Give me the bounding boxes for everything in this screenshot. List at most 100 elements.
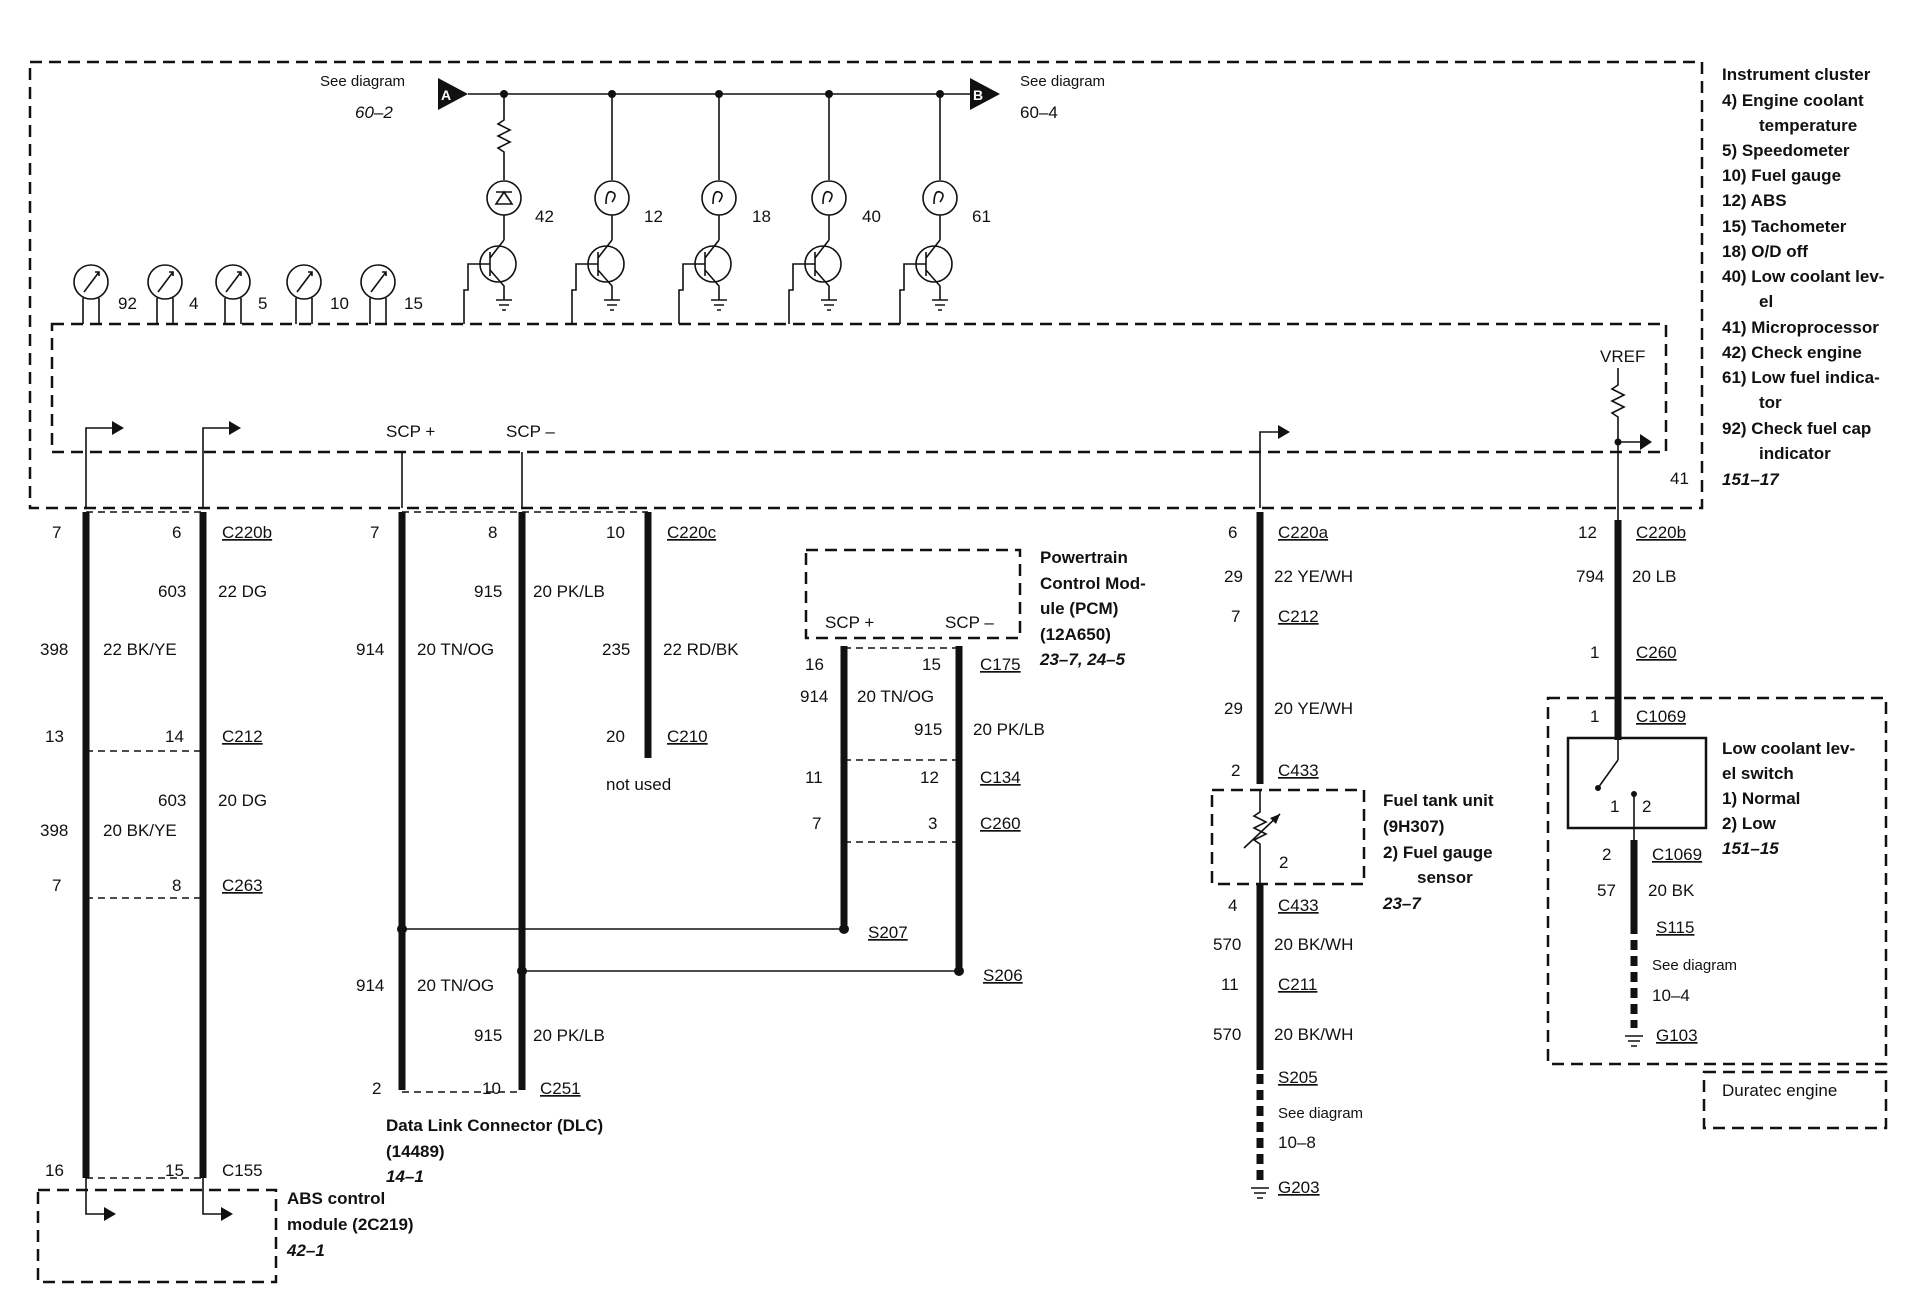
wire-color: 20 TN/OG <box>857 687 934 706</box>
legend-item: tor <box>1759 393 1782 412</box>
circuit-number: 570 <box>1213 1025 1241 1044</box>
abs-module-ref: 42–1 <box>286 1241 325 1260</box>
pin: 3 <box>928 814 937 833</box>
lamp-label-61: 61 <box>972 207 991 226</box>
legend-item: 12) ABS <box>1722 191 1787 210</box>
switch-state: 1) Normal <box>1722 789 1800 808</box>
pin: 13 <box>45 727 64 746</box>
pin: 2 <box>1602 845 1611 864</box>
pcm-name: (12A650) <box>1040 625 1111 644</box>
pcm-circuit: SCP + SCP – Powertrain Control Mod- ule … <box>800 548 1146 985</box>
legend-item: 18) O/D off <box>1722 242 1808 261</box>
splice-label: S206 <box>983 966 1023 985</box>
gauge-label-4: 4 <box>189 294 198 313</box>
pin: 6 <box>172 523 181 542</box>
pin: 7 <box>1231 607 1240 626</box>
connector-label: C211 <box>1278 975 1317 994</box>
pin: 11 <box>805 768 823 787</box>
gauge-label-5: 5 <box>258 294 267 313</box>
legend-item: 5) Speedometer <box>1722 141 1850 160</box>
wire-color: 20 BK/WH <box>1274 935 1353 954</box>
dlc-ref: 14–1 <box>386 1167 424 1186</box>
see-diagram-a: See diagram <box>320 73 405 90</box>
connector-b-arrow <box>970 78 1000 110</box>
pin: 10 <box>482 1079 501 1098</box>
vref-label: VREF <box>1600 347 1645 366</box>
see-diagram: See diagram <box>1278 1105 1363 1122</box>
pin: 10 <box>606 523 625 542</box>
microprocessor-pin: 41 <box>1670 469 1689 488</box>
pcm-ref: 23–7, 24–5 <box>1039 650 1126 669</box>
abs-lamp: 12 <box>594 90 663 240</box>
connector-label: C155 <box>222 1161 263 1180</box>
not-used-note: not used <box>606 775 671 794</box>
connector-label: C220b <box>1636 523 1686 542</box>
gauge-coolant-temp: 4 <box>147 264 198 324</box>
scp-minus-label: SCP – <box>506 422 555 441</box>
connector-label: C263 <box>222 876 263 895</box>
circuit-number: 914 <box>800 687 828 706</box>
gauge-label-92: 92 <box>118 294 137 313</box>
wire-color: 20 PK/LB <box>973 720 1045 739</box>
lamp-label-12: 12 <box>644 207 663 226</box>
ground-label: G103 <box>1656 1026 1698 1045</box>
wire-color: 20 TN/OG <box>417 976 494 995</box>
pin: 6 <box>1228 523 1237 542</box>
splice-label: S207 <box>868 923 908 942</box>
splice-label: S205 <box>1278 1068 1318 1087</box>
switch-state: 2) Low <box>1722 814 1777 833</box>
pin: 7 <box>52 523 61 542</box>
see-diagram-b: See diagram <box>1020 73 1105 90</box>
wire-color: 20 LB <box>1632 567 1676 586</box>
pin: 20 <box>606 727 625 746</box>
wire-color: 20 BK <box>1648 881 1695 900</box>
wire-color: 22 DG <box>218 582 267 601</box>
dlc-name: Data Link Connector (DLC) <box>386 1116 603 1135</box>
abs-module-outline <box>36 1188 278 1284</box>
fuel-tank-unit-outline <box>1210 788 1366 886</box>
gauge-check-fuel-cap: 92 <box>73 264 137 324</box>
gauge-tachometer: 15 <box>360 264 423 324</box>
duratec-label-box <box>1702 1070 1888 1130</box>
legend-item: temperature <box>1759 116 1857 135</box>
scp-plus-label: SCP + <box>386 422 435 441</box>
pin: 15 <box>165 1161 184 1180</box>
connector-label: C134 <box>980 768 1021 787</box>
wire-color: 20 TN/OG <box>417 640 494 659</box>
legend-item: indicator <box>1759 444 1831 463</box>
connector-label: C210 <box>667 727 708 746</box>
pcm-name: Powertrain <box>1040 548 1128 567</box>
pin: 7 <box>370 523 379 542</box>
pin: 2 <box>1231 761 1240 780</box>
pcm-name: Control Mod- <box>1040 574 1146 593</box>
legend-item: 42) Check engine <box>1722 343 1862 362</box>
pcm-scp-minus: SCP – <box>945 613 994 632</box>
wire-color: 20 YE/WH <box>1274 699 1353 718</box>
connector-b-letter: B <box>973 87 983 103</box>
fuel-unit-part: (9H307) <box>1383 817 1444 836</box>
legend-item: 4) Engine coolant <box>1722 91 1864 110</box>
see-diagram-ref: 10–4 <box>1652 986 1690 1005</box>
pin: 1 <box>1590 707 1599 726</box>
vref-resistor: VREF 41 <box>1600 347 1689 520</box>
connector-label: C251 <box>540 1079 581 1098</box>
wire-color: 20 PK/LB <box>533 1026 605 1045</box>
circuit-number: 398 <box>40 821 68 840</box>
connector-a-letter: A <box>441 87 451 103</box>
coolant-circuit: 12 C220b 794 20 LB 1 C260 1 C1069 1 2 Lo… <box>1546 520 1888 1130</box>
circuit-number: 603 <box>158 791 186 810</box>
duratec-outline <box>1546 696 1888 1066</box>
circuit-number: 914 <box>356 640 384 659</box>
circuit-number: 570 <box>1213 935 1241 954</box>
ground-label: G203 <box>1278 1178 1320 1197</box>
legend-item: 40) Low coolant lev- <box>1722 267 1884 286</box>
connector-label: C1069 <box>1636 707 1686 726</box>
instrument-cluster: A B See diagram 60–2 See diagram 60–4 42… <box>28 60 1884 520</box>
pin: 16 <box>45 1161 64 1180</box>
wire-color: 22 BK/YE <box>103 640 177 659</box>
fuel-unit-name: Fuel tank unit <box>1383 791 1494 810</box>
fuel-unit-item: sensor <box>1417 868 1473 887</box>
circuit-number: 57 <box>1597 881 1616 900</box>
switch-pin-2: 2 <box>1642 797 1651 816</box>
